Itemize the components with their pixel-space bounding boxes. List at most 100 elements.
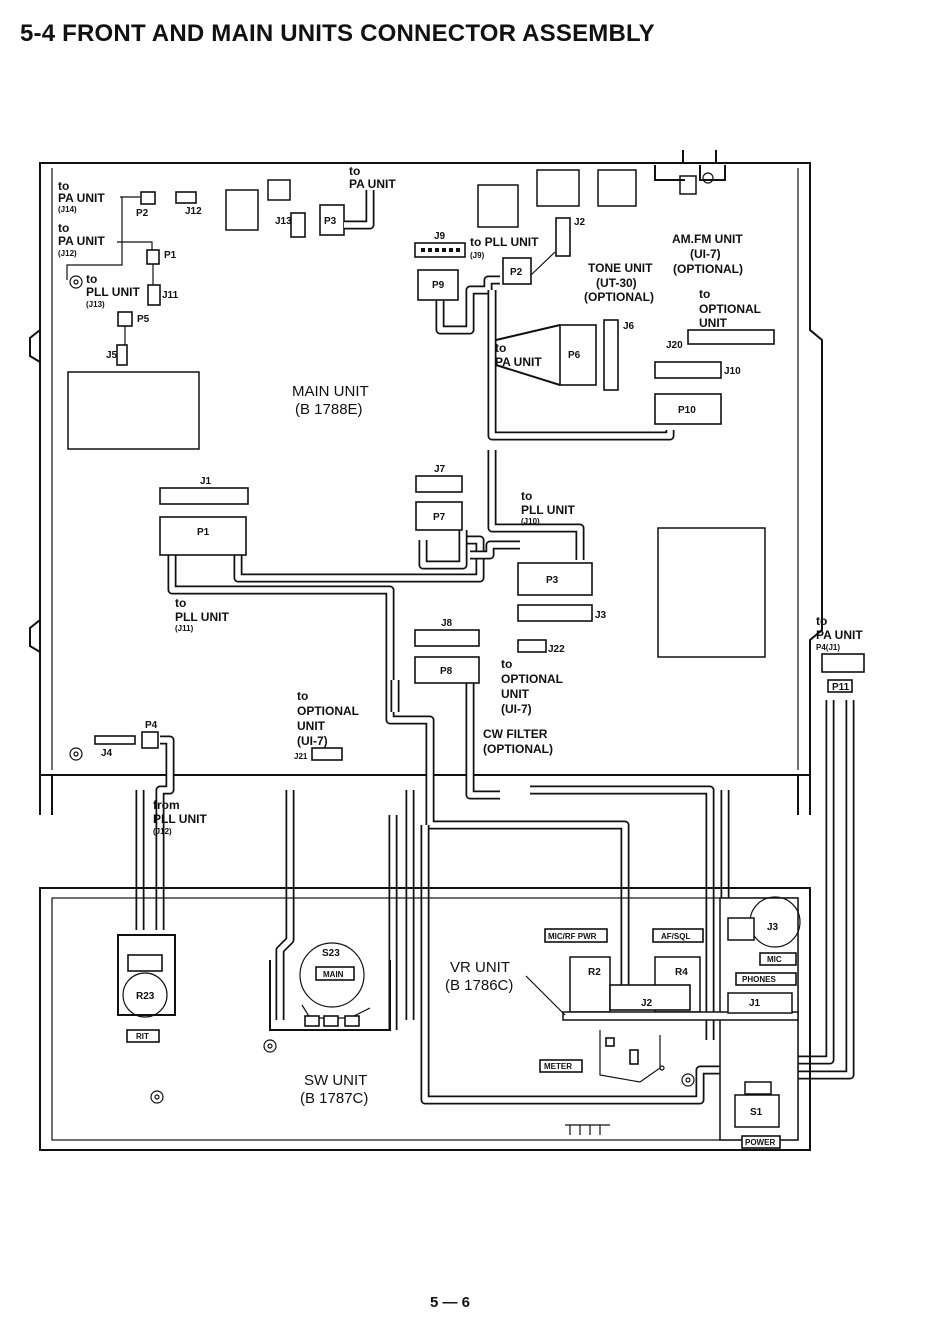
- to-opt-a-l1: to: [297, 689, 308, 703]
- conn-p3a: P3: [324, 216, 337, 227]
- conn-j9: J9: [434, 231, 446, 242]
- conn-j6: J6: [623, 321, 635, 332]
- label-meter: METER: [544, 1062, 572, 1071]
- top-middle-connectors: [414, 217, 775, 425]
- to-pa-p6-l2: PA UNIT: [495, 355, 542, 369]
- label-r2: R2: [588, 967, 601, 978]
- to-pll-j13-l3: (J13): [86, 300, 105, 309]
- conn-p3: P3: [546, 575, 559, 586]
- page-number: 5 — 6: [430, 1294, 471, 1311]
- to-pll-j10-l2: PLL UNIT: [521, 503, 575, 517]
- to-pa-top-l2: PA UNIT: [349, 177, 396, 191]
- p11-connector: [821, 653, 865, 693]
- conn-p1: P1: [197, 527, 210, 538]
- from-pll-l3: (J12): [153, 827, 172, 836]
- label-r23: R23: [136, 991, 155, 1002]
- label-j3: J3: [767, 922, 779, 933]
- conn-p11: P11: [832, 682, 850, 693]
- to-pll-j11-l3: (J11): [175, 624, 194, 633]
- to-pa-p4-l1: to: [816, 614, 827, 628]
- main-unit-chassis: [29, 150, 823, 815]
- to-pll-j13-l1: to: [86, 272, 97, 286]
- label-main: MAIN: [323, 970, 344, 979]
- conn-p8: P8: [440, 666, 453, 677]
- to-pll-j9-l1: to PLL UNIT: [470, 235, 539, 249]
- label-mic-rf-pwr: MIC/RF PWR: [548, 932, 597, 941]
- conn-p1a: P1: [164, 250, 177, 261]
- to-opt-b-l2: OPTIONAL: [501, 672, 563, 686]
- cable-harness: [135, 275, 855, 1105]
- to-pa-j12-l1: to: [58, 221, 69, 235]
- conn-j4: J4: [101, 748, 113, 759]
- to-pll-j11-l2: PLL UNIT: [175, 610, 229, 624]
- conn-p7: P7: [433, 512, 446, 523]
- amfm-line1: AM.FM UNIT: [672, 232, 743, 246]
- conn-j5: J5: [106, 350, 118, 361]
- conn-j3: J3: [595, 610, 607, 621]
- conn-p2a: P2: [136, 208, 149, 219]
- to-opt-a-l3: UNIT: [297, 719, 326, 733]
- top-left-cluster: [66, 190, 375, 366]
- amfm-line3: (OPTIONAL): [673, 262, 743, 276]
- sw-unit-name: SW UNIT: [304, 1072, 367, 1089]
- conn-j12: J12: [185, 206, 202, 217]
- to-pa-j12-l3: (J12): [58, 249, 77, 258]
- to-opt-b-l1: to: [501, 657, 512, 671]
- to-pa-j14-l2: PA UNIT: [58, 191, 105, 205]
- vr-unit-name: VR UNIT: [450, 959, 510, 976]
- label-mic: MIC: [767, 955, 782, 964]
- to-pa-j14-l3: (J14): [58, 205, 77, 214]
- tone-line2: (UT-30): [596, 276, 637, 290]
- conn-p4: P4: [145, 720, 158, 731]
- conn-j21: J21: [294, 752, 308, 761]
- label-r4: R4: [675, 967, 688, 978]
- to-opt-b-l4: (UI-7): [501, 702, 532, 716]
- middle-connectors: [94, 475, 593, 761]
- to-pll-j10-l1: to: [521, 489, 532, 503]
- conn-j11a: J11: [162, 290, 179, 301]
- cw-filter-l1: CW FILTER: [483, 727, 548, 741]
- to-pll-j11-l1: to: [175, 596, 186, 610]
- label-j1: J1: [749, 998, 761, 1009]
- main-unit-name: MAIN UNIT: [292, 383, 369, 400]
- vr-unit-part: (B 1786C): [445, 977, 513, 994]
- to-opt-a-l4: (UI-7): [297, 734, 328, 748]
- sw-unit-part: (B 1787C): [300, 1090, 368, 1107]
- tone-line1: TONE UNIT: [588, 261, 653, 275]
- front-panel: [39, 887, 811, 1151]
- label-af-sql: AF/SQL: [661, 932, 690, 941]
- to-pa-p6-l1: to: [495, 341, 506, 355]
- tone-line3: (OPTIONAL): [584, 290, 654, 304]
- conn-j7: J7: [434, 464, 446, 475]
- conn-j10: J10: [724, 366, 741, 377]
- conn-j22: J22: [548, 644, 565, 655]
- conn-p9: P9: [432, 280, 445, 291]
- page-title: 5-4 FRONT AND MAIN UNITS CONNECTOR ASSEM…: [20, 20, 655, 47]
- to-pll-j9-l2: (J9): [470, 251, 485, 260]
- to-opt-b-l3: UNIT: [501, 687, 530, 701]
- to-pa-j12-l2: PA UNIT: [58, 234, 105, 248]
- to-opt-unit-l2: OPTIONAL: [699, 302, 761, 316]
- to-opt-unit-l1: to: [699, 287, 710, 301]
- amfm-line2: (UI-7): [690, 247, 721, 261]
- to-opt-a-l2: OPTIONAL: [297, 704, 359, 718]
- label-rit: RIT: [136, 1032, 149, 1041]
- to-pll-j13-l2: PLL UNIT: [86, 285, 140, 299]
- conn-j8: J8: [441, 618, 453, 629]
- cw-filter-l2: (OPTIONAL): [483, 742, 553, 756]
- to-pa-p4-l2: PA UNIT: [816, 628, 863, 642]
- label-phones: PHONES: [742, 975, 776, 984]
- conn-p2b: P2: [510, 267, 523, 278]
- label-j2: J2: [641, 998, 653, 1009]
- label-power: POWER: [745, 1138, 775, 1147]
- label-s1: S1: [750, 1107, 763, 1118]
- from-pll-l1: from: [153, 798, 180, 812]
- to-opt-unit-l3: UNIT: [699, 316, 728, 330]
- from-pll-l2: PLL UNIT: [153, 812, 207, 826]
- conn-j13: J13: [275, 216, 292, 227]
- conn-j1: J1: [200, 476, 212, 487]
- conn-j20: J20: [666, 340, 683, 351]
- conn-j2a: J2: [574, 217, 586, 228]
- to-pa-j14-l1: to: [58, 179, 69, 193]
